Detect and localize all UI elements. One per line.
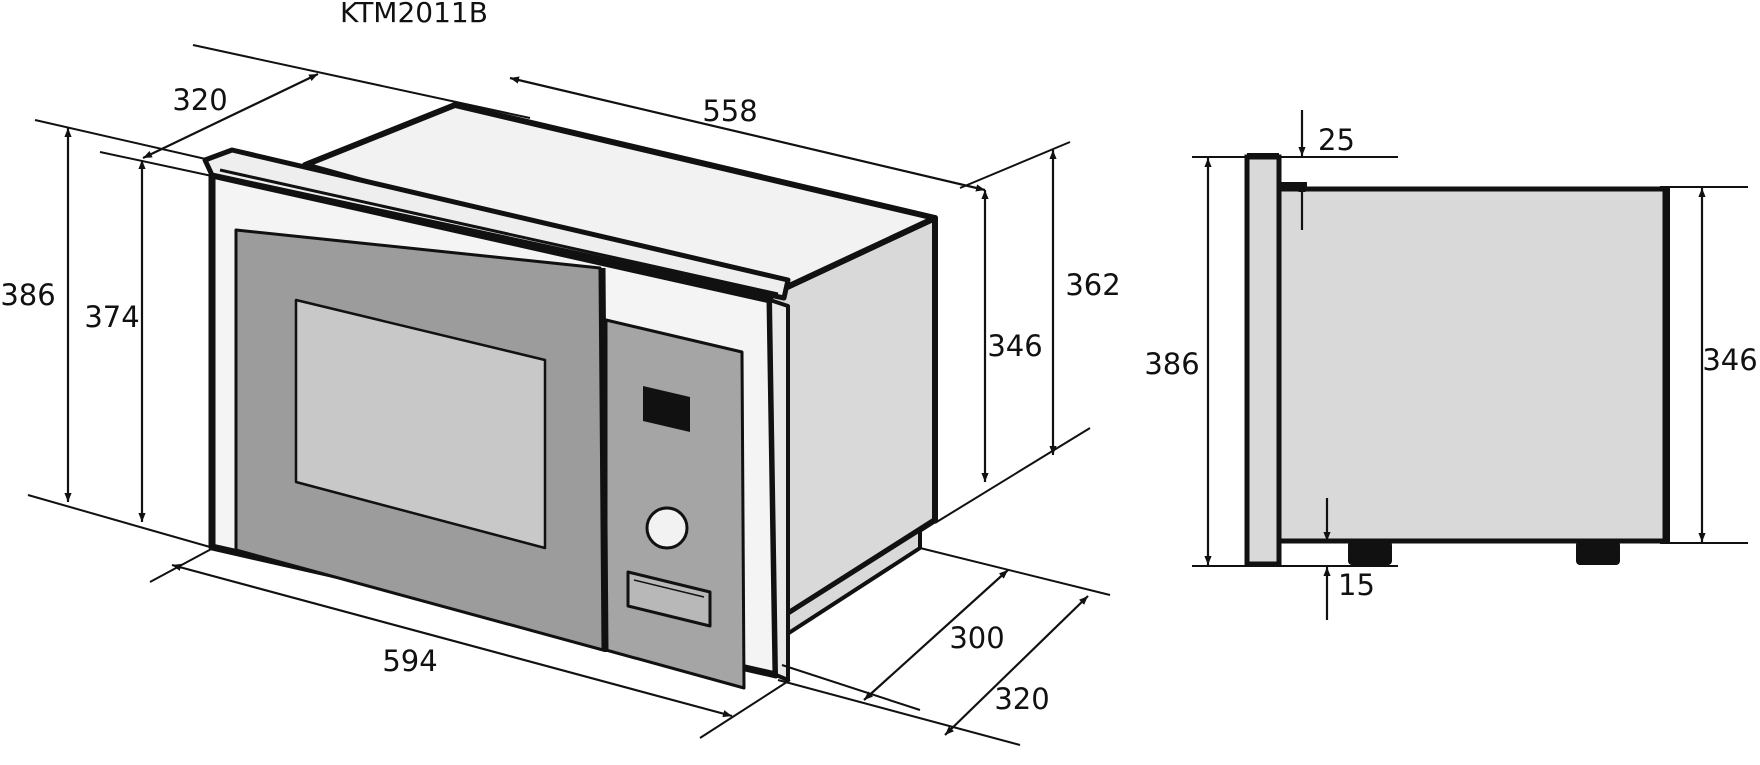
bottom-depth-320-label: 320 [994, 682, 1049, 716]
side-height-346-label: 346 [1702, 343, 1757, 377]
door-window [294, 298, 547, 550]
microwave-side-view [1244, 153, 1670, 567]
front-height-386-label: 386 [0, 278, 55, 312]
side-top-bracket [1279, 182, 1307, 191]
microwave-front-view [202, 102, 938, 690]
side-front-frame [1244, 154, 1282, 567]
top-width-558-label: 558 [702, 94, 757, 128]
frame-right-edge [768, 298, 790, 682]
frame-trim-line [219, 168, 779, 296]
right-height-362-label: 362 [1065, 268, 1120, 302]
side-foot-front [1348, 541, 1392, 565]
front-height-374-label: 374 [84, 300, 139, 334]
model-title: KTM2011B [340, 0, 488, 29]
top-offset-25-label: 25 [1318, 123, 1355, 157]
bottom-offset-15-label: 15 [1338, 568, 1375, 602]
side-foot-back [1576, 541, 1620, 565]
bottom-depth-300-label: 300 [949, 621, 1004, 655]
panel-divider [600, 267, 609, 653]
control-panel [604, 318, 746, 690]
top-depth-320-label: 320 [172, 83, 227, 117]
display-window [643, 386, 690, 432]
side-height-386-label: 386 [1144, 347, 1199, 381]
control-knob [645, 506, 689, 550]
side-dimensions: 386 346 25 15 [1144, 110, 1758, 620]
side-body [1276, 186, 1668, 544]
front-dimensions: 386 374 320 558 362 346 594 300 320 [0, 44, 1121, 746]
right-height-346-label: 346 [987, 329, 1042, 363]
front-width-594-label: 594 [382, 644, 437, 678]
side-back-plate [1663, 186, 1670, 544]
